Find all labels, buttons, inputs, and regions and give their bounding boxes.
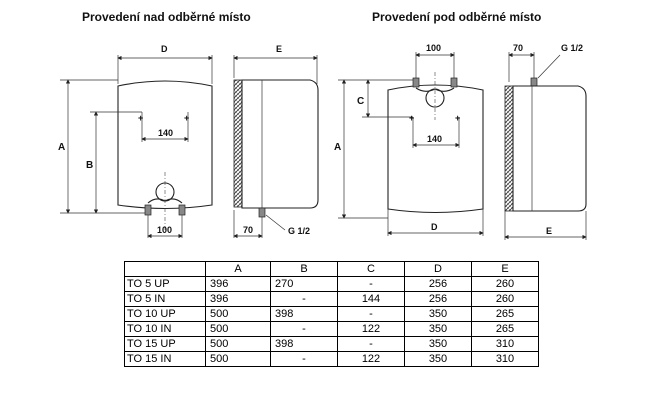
table-cell: TO 10 UP	[124, 306, 206, 322]
table-cell: 350	[404, 336, 472, 352]
table-header-cell: D	[404, 261, 472, 277]
dimensions-table: A B C D E TO 5 UP 396 270 - 256 260 TO 5…	[124, 261, 539, 367]
title-above-outlet: Provedení nad odběrné místo	[82, 10, 251, 24]
table-cell: -	[337, 306, 405, 322]
table-cell: TO 15 IN	[124, 351, 206, 367]
dim-70-top-label: 70	[513, 43, 523, 53]
dim-140-label: 140	[158, 128, 173, 138]
dim-a-label-right: A	[334, 142, 341, 153]
dim-e-label-right: E	[546, 226, 552, 236]
table-cell: -	[270, 351, 338, 367]
table-header-cell: E	[471, 261, 539, 277]
table-cell: -	[270, 321, 338, 337]
table-cell: 260	[471, 291, 539, 307]
table-row: TO 15 UP 500 398 - 350 310	[124, 336, 539, 352]
left-side-view: E 70 G 1/2	[233, 44, 319, 239]
dim-100-top-label: 100	[426, 43, 441, 53]
dim-d-label: D	[161, 44, 168, 54]
table-row: TO 5 IN 396 - 144 256 260	[124, 291, 539, 307]
table-cell: TO 10 IN	[124, 321, 206, 337]
table-cell: 144	[337, 291, 405, 307]
table-header-cell	[124, 261, 206, 277]
table-cell: 350	[404, 351, 472, 367]
table-cell: 500	[205, 351, 271, 367]
dim-e-label: E	[276, 44, 282, 54]
table-cell: 500	[205, 321, 271, 337]
right-side-view: 70 G 1/2 E	[504, 43, 587, 240]
table-cell: 310	[471, 351, 539, 367]
table-cell: -	[337, 336, 405, 352]
heater-body-side-right	[512, 85, 587, 212]
table-header-cell: C	[337, 261, 405, 277]
table-header-cell: A	[205, 261, 271, 277]
heater-body-front-below	[387, 84, 484, 214]
table-cell: 256	[404, 291, 472, 307]
svg-text:+: +	[455, 113, 460, 123]
table-cell: TO 5 UP	[124, 276, 206, 292]
title-below-outlet: Provedení pod odběrné místo	[372, 10, 542, 24]
table-cell: 265	[471, 306, 539, 322]
dim-a-label: A	[58, 142, 65, 153]
wall-bracket-hatch-right	[504, 85, 514, 212]
table-cell: 310	[471, 336, 539, 352]
dim-70-label: 70	[243, 225, 253, 235]
table-row: TO 5 UP 396 270 - 256 260	[124, 276, 539, 292]
table-row: TO 10 UP 500 398 - 350 265	[124, 306, 539, 322]
heater-body-front	[117, 80, 213, 210]
right-front-view: 100 A C 140 + + D	[334, 43, 484, 236]
table-cell: 500	[205, 306, 271, 322]
thread-label: G 1/2	[288, 226, 310, 236]
dim-140-right-label: 140	[427, 134, 442, 144]
table-cell: -	[270, 291, 338, 307]
wall-bracket-hatch	[233, 79, 243, 208]
svg-text:+: +	[409, 113, 414, 123]
table-cell: 396	[205, 291, 271, 307]
left-front-view: D A B 140 + + 100	[58, 44, 213, 239]
table-header-row: A B C D E	[124, 261, 539, 277]
dim-c-label: C	[357, 96, 364, 107]
table-row: TO 15 IN 500 - 122 350 310	[124, 351, 539, 367]
table-cell: 260	[471, 276, 539, 292]
table-cell: 256	[404, 276, 472, 292]
table-header-cell: B	[270, 261, 338, 277]
table-cell: 500	[205, 336, 271, 352]
table-cell: 265	[471, 321, 539, 337]
table-cell: 396	[205, 276, 271, 292]
table-cell: TO 5 IN	[124, 291, 206, 307]
table-cell: 122	[337, 321, 405, 337]
dim-b-label: B	[86, 160, 93, 171]
thread-top-label: G 1/2	[561, 43, 583, 53]
heater-body-side	[241, 79, 319, 209]
table-cell: 350	[404, 321, 472, 337]
table-cell: 122	[337, 351, 405, 367]
table-cell: TO 15 UP	[124, 336, 206, 352]
svg-text:+: +	[184, 113, 189, 123]
table-cell: 270	[270, 276, 338, 292]
table-cell: 398	[270, 336, 338, 352]
svg-text:+: +	[138, 113, 143, 123]
dim-d-label-right: D	[431, 222, 438, 232]
thermostat-knob-top	[425, 88, 445, 108]
table-row: TO 10 IN 500 - 122 350 265	[124, 321, 539, 337]
table-cell: 350	[404, 306, 472, 322]
table-cell: -	[337, 276, 405, 292]
table-cell: 398	[270, 306, 338, 322]
dim-100-label: 100	[157, 225, 172, 235]
